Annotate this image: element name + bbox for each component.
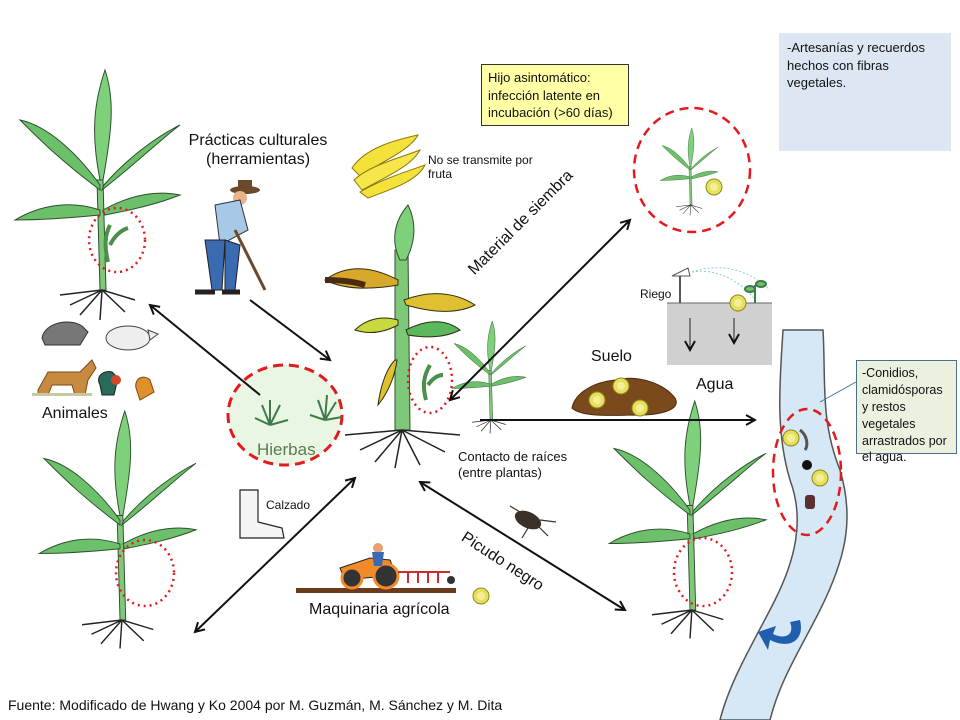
dog-icon	[32, 359, 97, 396]
conidium-icon	[799, 428, 809, 451]
spore-icon	[472, 587, 490, 605]
flow-arrow-icon	[758, 620, 801, 650]
weevil-icon	[509, 505, 557, 539]
infected-sucker-circle	[672, 536, 734, 608]
contacto-line1: Contacto de raíces	[458, 449, 568, 464]
fruta-line1: No se transmite por	[428, 153, 533, 167]
sucker-icon	[421, 363, 444, 401]
hierbas-label: Hierbas	[257, 440, 316, 459]
spore-icon	[612, 377, 630, 395]
maquinaria-label: Maquinaria agrícola	[309, 601, 450, 618]
arrow-calzado	[195, 478, 355, 632]
fruta-line2: fruta	[428, 167, 453, 182]
sprinkler-icon	[671, 267, 771, 303]
hierbas-circle	[226, 363, 344, 467]
irrigation-panel	[667, 303, 772, 365]
asymptomatic-sucker-circle	[632, 106, 752, 234]
contacto-raices-label: Contacto de raíces (entre plantas)	[458, 449, 567, 480]
chlamydospore-icon	[802, 460, 812, 470]
contacto-line2: (entre plantas)	[458, 464, 542, 480]
riego-label: Riego	[640, 287, 672, 301]
suelo-label: Suelo	[591, 348, 632, 365]
spore-icon	[631, 399, 649, 417]
arrow-picudo	[420, 482, 625, 610]
infected-sucker-circle	[87, 206, 147, 274]
animales-label: Animales	[42, 405, 108, 422]
farmer-with-hoe-icon	[195, 180, 267, 295]
armadillo-icon	[41, 321, 89, 346]
arrow-practicas	[249, 299, 330, 360]
hijo-asintomatico-note: Hijo asintomático: infección latente en …	[481, 64, 629, 126]
practicas-line1: Prácticas culturales	[188, 132, 328, 149]
arrow-animales	[150, 305, 261, 396]
seedling-icon	[744, 280, 767, 303]
pig-icon	[105, 325, 160, 351]
banana-plant-icon	[608, 400, 767, 640]
banana-plant-icon	[38, 410, 197, 650]
practicas-line2: (herramientas)	[205, 151, 311, 169]
agua-label: Agua	[696, 376, 734, 393]
weed-icon	[254, 394, 343, 426]
rooster-icon	[98, 371, 121, 396]
hen-icon	[135, 376, 155, 401]
young-banana-plant-icon	[451, 320, 527, 434]
spore-icon	[811, 469, 829, 487]
artesanias-note: -Artesanías y recuerdos hechos con fibra…	[779, 33, 951, 151]
spore-icon	[782, 429, 800, 447]
banana-plant-icon	[14, 69, 181, 321]
sucker-icon	[103, 224, 129, 263]
practicas-label: Prácticas culturales (herramientas)	[184, 131, 332, 169]
conidios-note: -Conidios, clamidósporas y restos vegeta…	[856, 360, 957, 464]
artesanias-text: -Artesanías y recuerdos hechos con fibra…	[787, 40, 926, 91]
asymptomatic-sucker-icon	[659, 127, 719, 216]
arrow-material-siembra	[450, 220, 630, 400]
fruta-note: No se transmite por fruta	[428, 153, 533, 182]
infected-sucker-circle	[114, 538, 176, 608]
banana-bunch-icon	[351, 134, 426, 199]
callout-line	[819, 381, 857, 403]
calzado-label: Calzado	[266, 498, 311, 512]
tractor-icon	[296, 543, 456, 593]
spore-icon	[729, 294, 747, 312]
pathogen-circle	[771, 407, 843, 537]
source-citation: Fuente: Modificado de Hwang y Ko 2004 po…	[8, 697, 503, 713]
spore-icon	[705, 178, 723, 196]
plant-debris-icon	[805, 495, 815, 509]
diseased-banana-plant-icon	[324, 204, 477, 469]
spore-icon	[588, 391, 606, 409]
